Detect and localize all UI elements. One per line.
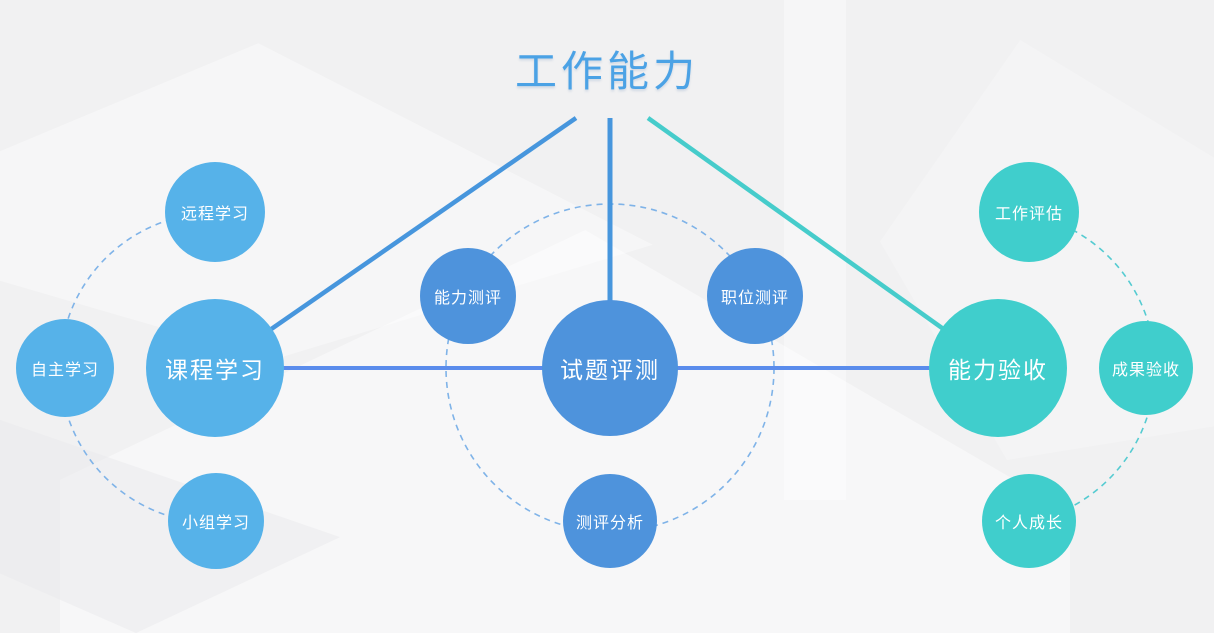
satellite-node-work-evaluation: 工作评估 (979, 162, 1079, 262)
satellite-node-personal-growth: 个人成长 (982, 474, 1076, 568)
satellite-node-position-assessment: 职位测评 (707, 248, 803, 344)
satellite-node-remote-learning: 远程学习 (165, 162, 265, 262)
satellite-node-result-acceptance: 成果验收 (1099, 321, 1193, 415)
satellite-node-ability-assessment: 能力测评 (420, 248, 516, 344)
hub-node-test-evaluation: 试题评测 (542, 300, 678, 436)
hub-node-ability-acceptance: 能力验收 (929, 299, 1067, 437)
satellite-node-self-learning: 自主学习 (16, 319, 114, 417)
hub-node-course-learning: 课程学习 (146, 299, 284, 437)
satellite-node-assessment-analysis: 测评分析 (563, 474, 657, 568)
satellite-node-group-learning: 小组学习 (168, 473, 264, 569)
diagram-title: 工作能力 (514, 48, 699, 95)
